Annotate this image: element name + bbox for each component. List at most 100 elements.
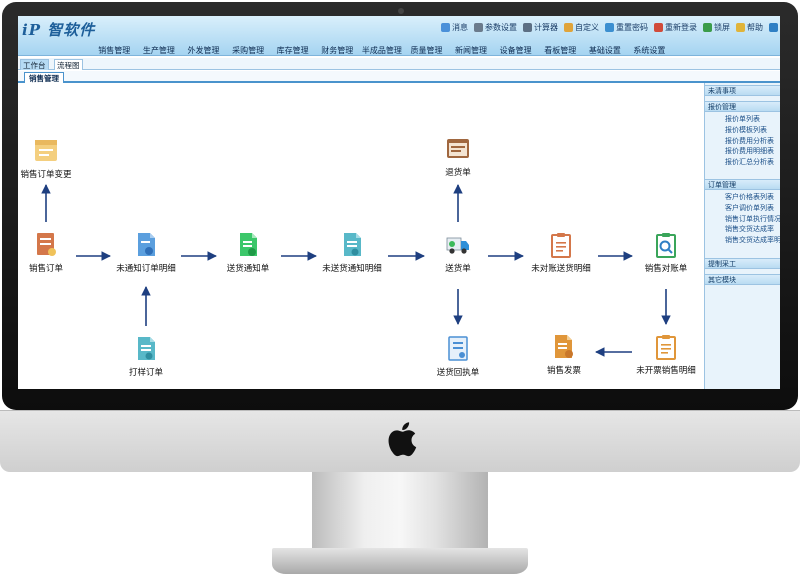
- label-undelivered-notice-detail[interactable]: 未送货通知明细: [322, 264, 382, 274]
- label-delivery-receipt[interactable]: 送货回执单: [436, 368, 480, 378]
- label-uninvoiced-sales-detail[interactable]: 未开票销售明细: [636, 366, 696, 376]
- menu-item-0[interactable]: 销售管理: [98, 46, 131, 55]
- sidebar-purchase-module[interactable]: 提制采工: [705, 258, 780, 269]
- toolbar-label: 消息: [452, 23, 468, 32]
- menu-item-6[interactable]: 半成品管理: [361, 46, 402, 55]
- sidebar-link[interactable]: 客户价格表列表: [725, 193, 774, 201]
- unreconciled-detail-icon[interactable]: [549, 232, 573, 258]
- calculator-icon: [523, 23, 532, 32]
- return-order-icon[interactable]: [446, 136, 470, 162]
- lock-icon: [703, 23, 712, 32]
- menu-item-11[interactable]: 基础设置: [588, 46, 621, 55]
- sample-order-icon[interactable]: [134, 336, 158, 362]
- app-logo: iP 智软件: [22, 19, 95, 40]
- message-icon: [441, 23, 450, 32]
- sidebar-other-modules[interactable]: 其它模块: [705, 274, 780, 285]
- sales-order-icon[interactable]: [34, 232, 58, 258]
- app-screen: iP 智软件 消息 参数设置 计算器 自定义 重置密码 重新登录 锁屏 帮助退 销售管理 生产管…: [18, 16, 780, 389]
- quote-menu-list: 报价单列表报价模板列表报价费用分析表报价费用明细表报价汇总分析表: [725, 114, 780, 168]
- sidebar-link[interactable]: 报价汇总分析表: [725, 158, 774, 167]
- flowchart-area: 销售订单变更 销售订单 未通知订单明细 打样订单: [18, 84, 704, 389]
- menu-item-4[interactable]: 库存管理: [276, 46, 309, 55]
- sidebar-todo[interactable]: 未清事项: [705, 85, 780, 96]
- toolbar-item-exit[interactable]: 退: [769, 22, 780, 33]
- help-icon: [736, 23, 745, 32]
- toolbar-label: 锁屏: [714, 23, 730, 32]
- exit-icon: [769, 23, 778, 32]
- sidebar-link[interactable]: 客户调价单列表: [725, 203, 774, 212]
- toolbar-item-help[interactable]: 帮助: [736, 22, 763, 33]
- flow-arrows: [41, 184, 671, 357]
- delivery-truck-icon[interactable]: [446, 232, 470, 258]
- label-sales-order[interactable]: 销售订单: [28, 264, 63, 274]
- tab-flowchart[interactable]: 流程图: [54, 59, 83, 70]
- monitor-stand-neck: [312, 472, 488, 550]
- menu-item-12[interactable]: 系统设置: [633, 46, 666, 55]
- app-header: iP 智软件 消息 参数设置 计算器 自定义 重置密码 重新登录 锁屏 帮助退 销售管理 生产管…: [18, 16, 780, 56]
- toolbar-label: 重新登录: [665, 23, 697, 32]
- logo-text: 智软件: [47, 21, 96, 39]
- menu-item-9[interactable]: 设备管理: [499, 46, 532, 55]
- menu-item-10[interactable]: 看板管理: [544, 46, 577, 55]
- toolbar-item-calculator[interactable]: 计算器: [523, 22, 558, 33]
- toolbar-label: 自定义: [575, 23, 599, 32]
- toolbar-item-message[interactable]: 消息: [441, 22, 468, 33]
- order-change-icon[interactable]: [34, 138, 58, 164]
- unnotified-detail-icon[interactable]: [134, 232, 158, 258]
- sidebar-link[interactable]: 报价单列表: [725, 115, 760, 123]
- sidebar-link[interactable]: 销售交货达成率: [725, 225, 774, 234]
- label-sales-reconciliation[interactable]: 销售对账单: [644, 264, 688, 274]
- workspace-tabs: 工作台 流程图: [18, 58, 780, 70]
- sidebar-order-management[interactable]: 订单管理: [705, 179, 780, 190]
- camera-dot: [398, 8, 404, 14]
- customize-icon: [564, 23, 573, 32]
- delivery-receipt-icon[interactable]: [446, 336, 470, 362]
- monitor-stand-base: [272, 548, 528, 574]
- label-return-order[interactable]: 退货单: [445, 168, 471, 178]
- label-sales-invoice[interactable]: 销售发票: [546, 366, 581, 376]
- main-menu: 销售管理 生产管理 外发管理 采购管理 库存管理 财务管理半成品管理质量管理 新闻管理 设备管…: [92, 45, 672, 56]
- label-sales-order-change[interactable]: 销售订单变更: [20, 170, 72, 180]
- logo-mark: iP: [22, 21, 41, 39]
- tab-sales-management[interactable]: 销售管理: [24, 72, 64, 83]
- sidebar-link[interactable]: 销售交货达成率明: [725, 236, 780, 245]
- menu-item-2[interactable]: 外发管理: [187, 46, 220, 55]
- relogin-icon: [654, 23, 663, 32]
- toolbar-item-customize[interactable]: 自定义: [564, 22, 599, 33]
- right-sidebar: 未清事项 报价管理 报价单列表报价模板列表报价费用分析表报价费用明细表报价汇总分…: [704, 83, 780, 389]
- reconciliation-search-icon[interactable]: [654, 232, 678, 258]
- toolbar-label: 参数设置: [485, 23, 517, 32]
- order-menu-list: 客户价格表列表客户调价单列表销售订单执行情况销售交货达成率销售交货达成率明: [725, 192, 780, 246]
- sidebar-link[interactable]: 报价费用分析表: [725, 136, 774, 145]
- menu-item-7[interactable]: 质量管理: [410, 46, 443, 55]
- toolbar-item-gear[interactable]: 参数设置: [474, 22, 517, 33]
- label-delivery-notice[interactable]: 送货通知单: [226, 264, 270, 274]
- top-toolbar: 消息 参数设置 计算器 自定义 重置密码 重新登录 锁屏 帮助退: [441, 22, 780, 33]
- label-sample-order[interactable]: 打样订单: [128, 368, 163, 378]
- tab-workbench[interactable]: 工作台: [20, 59, 49, 70]
- toolbar-label: 计算器: [534, 23, 558, 32]
- uninvoiced-detail-icon[interactable]: [654, 334, 678, 360]
- label-unnotified-order-detail[interactable]: 未通知订单明细: [116, 264, 176, 274]
- toolbar-item-lock[interactable]: 锁屏: [703, 22, 730, 33]
- apple-logo-icon: [388, 422, 417, 457]
- menu-item-1[interactable]: 生产管理: [142, 46, 175, 55]
- menu-item-3[interactable]: 采购管理: [232, 46, 265, 55]
- toolbar-label: 帮助: [747, 23, 763, 32]
- undelivered-detail-icon[interactable]: [340, 232, 364, 258]
- sales-invoice-icon[interactable]: [552, 334, 576, 360]
- menu-item-5[interactable]: 财务管理: [321, 46, 354, 55]
- sidebar-link[interactable]: 报价费用明细表: [725, 147, 774, 156]
- sidebar-link[interactable]: 销售订单执行情况: [725, 214, 780, 223]
- label-delivery-order[interactable]: 送货单: [445, 264, 471, 274]
- delivery-notice-icon[interactable]: [236, 232, 260, 258]
- toolbar-label: 重置密码: [616, 23, 648, 32]
- toolbar-item-key[interactable]: 重置密码: [605, 22, 648, 33]
- sidebar-quote-management[interactable]: 报价管理: [705, 101, 780, 112]
- label-unreconciled-delivery-detail[interactable]: 未对账送货明细: [531, 264, 591, 274]
- toolbar-item-relogin[interactable]: 重新登录: [654, 22, 697, 33]
- key-icon: [605, 23, 614, 32]
- menu-item-8[interactable]: 新闻管理: [455, 46, 488, 55]
- sidebar-link[interactable]: 报价模板列表: [725, 125, 767, 134]
- gear-icon: [474, 23, 483, 32]
